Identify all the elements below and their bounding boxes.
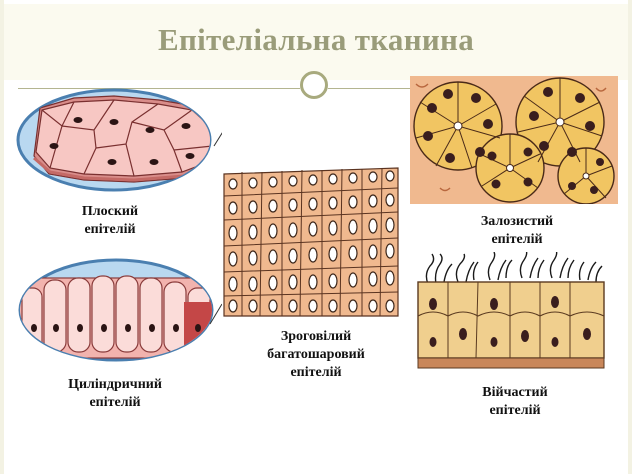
label-glandular: Залозистий епітелій xyxy=(454,213,580,249)
label-ciliated: Війчастий епітелій xyxy=(450,384,580,420)
label-ciliated-line2: епітелій xyxy=(489,403,541,418)
label-keratinized-line3: епітелій xyxy=(290,365,342,380)
label-keratinized-line2: багатошаровий xyxy=(267,347,365,362)
squamous-epithelium-illustration xyxy=(16,88,222,192)
label-columnar-line2: епітелій xyxy=(89,395,141,410)
label-keratinized: Зроговілий багатошаровий епітелій xyxy=(246,328,386,382)
label-squamous-line2: епітелій xyxy=(84,222,136,237)
label-columnar: Циліндричний епітелій xyxy=(40,376,190,412)
columnar-epithelium-illustration xyxy=(18,258,223,362)
label-squamous-line1: Плоский xyxy=(81,204,139,219)
glandular-epithelium-illustration xyxy=(410,76,618,204)
left-border xyxy=(0,0,4,474)
label-squamous: Плоский епітелій xyxy=(50,203,170,239)
title-rule-left xyxy=(18,88,300,89)
label-glandular-line2: епітелій xyxy=(491,232,543,247)
label-columnar-line1: Циліндричний xyxy=(68,377,162,392)
ciliated-epithelium-illustration xyxy=(410,252,610,376)
right-border xyxy=(628,0,632,474)
keratinized-epithelium-illustration xyxy=(222,166,400,318)
label-keratinized-line1: Зроговілий xyxy=(280,329,352,344)
page-title: Епітеліальна тканина xyxy=(157,22,474,57)
label-ciliated-line1: Війчастий xyxy=(482,385,548,400)
label-glandular-line1: Залозистий xyxy=(480,214,554,229)
title-ornament-circle xyxy=(300,71,328,99)
title-banner xyxy=(4,4,628,80)
